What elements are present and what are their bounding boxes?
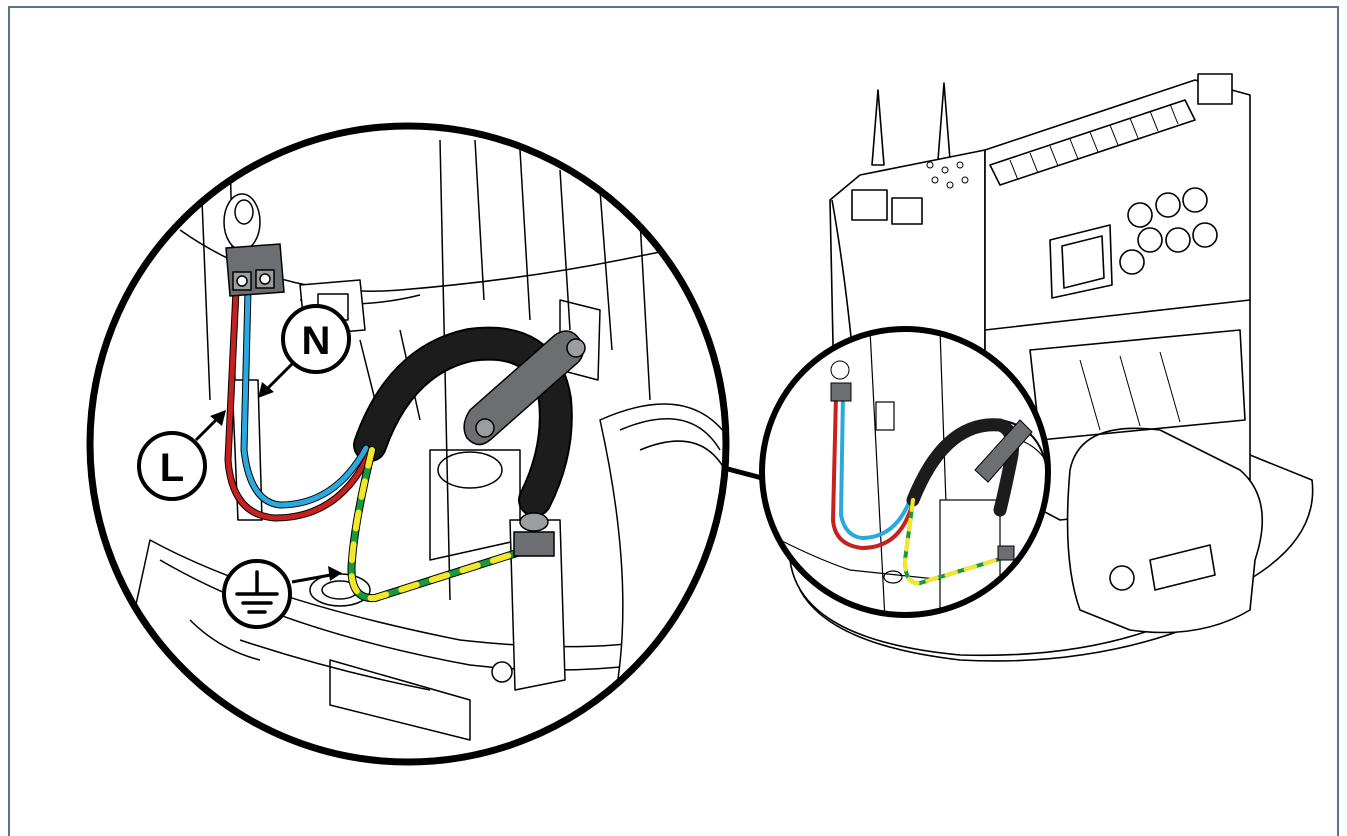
live-label: L [137,410,226,501]
live-label-text: L [160,446,184,490]
detail-circle-small [759,326,1051,618]
earth-label [222,559,342,629]
earth-ground-icon [235,570,279,614]
neutral-label-text: N [302,319,331,363]
neutral-label: N [258,304,351,398]
